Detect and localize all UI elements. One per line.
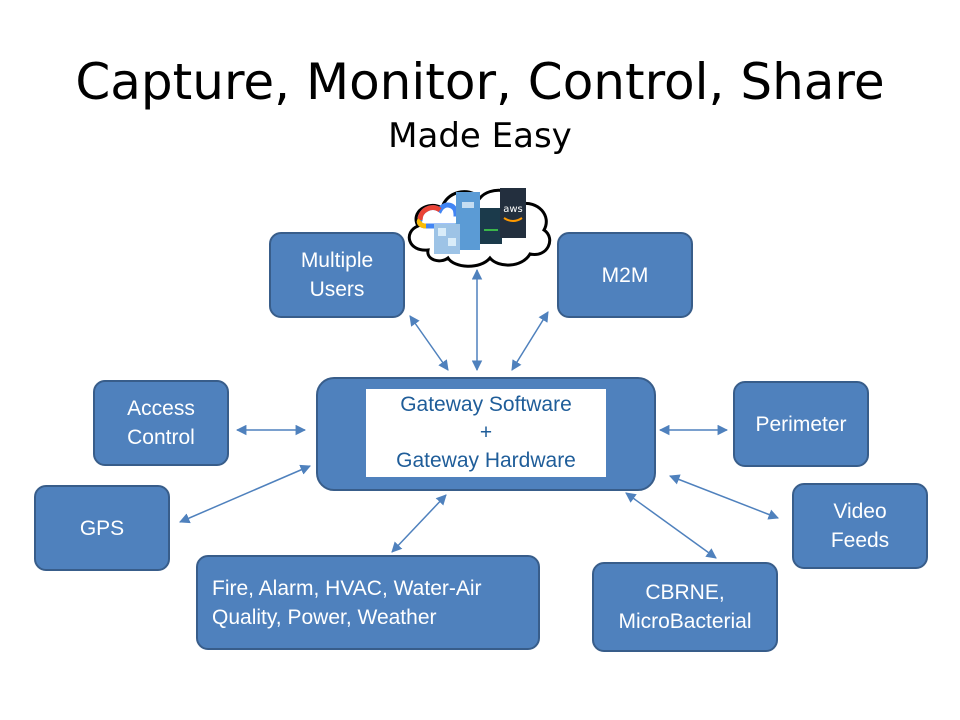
node-cbrne: CBRNE, MicroBacterial xyxy=(592,562,778,652)
node-perimeter: Perimeter xyxy=(733,381,869,467)
cloud-icon: aws xyxy=(407,188,552,268)
gateway-label: Gateway Software + Gateway Hardware xyxy=(366,389,606,477)
node-fire-alarm: Fire, Alarm, HVAC, Water-Air Quality, Po… xyxy=(196,555,540,650)
svg-text:aws: aws xyxy=(503,204,523,215)
gateway-software-label: Gateway Software xyxy=(400,393,572,416)
node-multiple-users: Multiple Users xyxy=(269,232,405,318)
node-fire-alarm-label: Fire, Alarm, HVAC, Water-Air Quality, Po… xyxy=(212,576,482,629)
aws-icon: aws xyxy=(480,188,526,244)
node-video-feeds: Video Feeds xyxy=(792,483,928,569)
node-gps: GPS xyxy=(34,485,170,571)
arrow-video-feeds xyxy=(669,474,779,520)
gateway-box: Gateway Software + Gateway Hardware xyxy=(316,377,656,491)
arrow-m2m xyxy=(511,311,549,371)
node-access-control-label: Access Control xyxy=(127,397,195,449)
arrow-multiple-users xyxy=(409,315,449,371)
plus-label: + xyxy=(479,421,493,444)
node-video-feeds-label: Video Feeds xyxy=(830,500,890,552)
node-perimeter-label: Perimeter xyxy=(755,412,847,436)
page-title: Capture, Monitor, Control, Share xyxy=(75,53,885,111)
node-access-control: Access Control xyxy=(93,380,229,466)
node-m2m: M2M xyxy=(557,232,693,318)
node-multiple-users-label: Multiple Users xyxy=(300,249,374,301)
gateway-hardware-label: Gateway Hardware xyxy=(396,449,576,472)
node-m2m-label: M2M xyxy=(601,263,649,287)
page-subtitle: Made Easy xyxy=(388,116,572,156)
arrow-cbrne xyxy=(625,492,717,559)
arrow-gps xyxy=(179,464,311,524)
node-cbrne-label: CBRNE, MicroBacterial xyxy=(618,581,752,633)
node-gps-label: GPS xyxy=(79,516,125,540)
azure-icon xyxy=(434,192,480,254)
arrow-fire-alarm xyxy=(391,494,447,553)
